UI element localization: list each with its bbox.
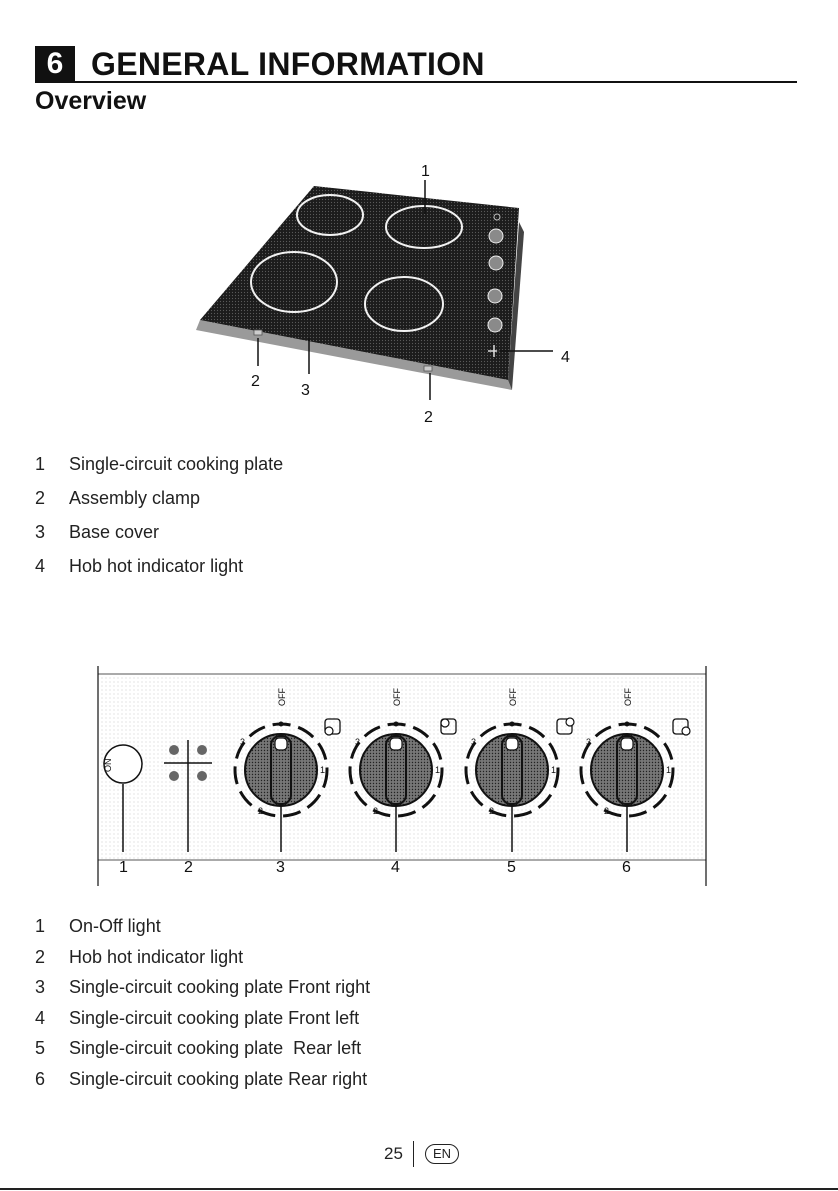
panel-callout-5: 5 [507, 859, 516, 876]
hob-diagram: 1 2 3 2 4 [196, 163, 570, 426]
hob-knob [487, 288, 503, 304]
header-rule [35, 81, 797, 83]
panel-callout-6: 6 [622, 859, 631, 876]
knob-front-right[interactable]: OFF 3 2 1 [233, 688, 341, 818]
zone-symbol-icon [440, 718, 457, 735]
svg-text:2: 2 [373, 806, 378, 816]
svg-text:2: 2 [489, 806, 494, 816]
svg-text:3: 3 [240, 737, 245, 747]
page-number: 25 [384, 1144, 403, 1163]
section-title: GENERAL INFORMATION [91, 46, 485, 82]
panel-callout-4: 4 [391, 859, 400, 876]
knob-rear-left[interactable]: OFF 3 2 1 [464, 688, 575, 818]
hob-callout-2-right: 2 [424, 409, 433, 426]
hob-knob [488, 255, 504, 271]
hob-front-edge [196, 320, 512, 390]
knob-front-left[interactable]: OFF 3 2 1 [348, 688, 457, 818]
svg-text:OFF: OFF [508, 688, 518, 706]
bottom-rule [0, 1188, 838, 1190]
svg-text:3: 3 [586, 737, 591, 747]
svg-text:3: 3 [355, 737, 360, 747]
hob-knob [488, 228, 504, 244]
svg-text:OFF: OFF [392, 688, 402, 706]
hob-knob [487, 317, 503, 333]
svg-text:1: 1 [551, 765, 556, 775]
panel-callout-1: 1 [119, 859, 128, 876]
svg-text:1: 1 [435, 765, 440, 775]
zone-symbol-icon [556, 718, 573, 735]
hob-callout-1: 1 [421, 163, 430, 180]
page-footer: 25 EN [0, 1140, 838, 1170]
svg-text:2: 2 [604, 806, 609, 816]
footer-divider [413, 1141, 414, 1167]
hob-knobs [487, 228, 504, 333]
cooking-zone-rear-right [385, 205, 463, 249]
hot-indicator-symbol [164, 740, 212, 786]
cooking-zone-rear-left [296, 194, 364, 236]
control-panel-diagram: ON OFF 3 2 1 OFF 3 2 1 OFF 3 2 1 [97, 666, 707, 886]
knob-rear-right[interactable]: OFF 3 2 1 [579, 688, 691, 818]
hob-callout-3: 3 [301, 382, 310, 399]
svg-text:OFF: OFF [623, 688, 633, 706]
hob-callout-4: 4 [561, 349, 570, 366]
hob-right-edge [508, 222, 524, 390]
assembly-clamp-left [253, 329, 263, 336]
svg-text:2: 2 [258, 806, 263, 816]
svg-text:1: 1 [666, 765, 671, 775]
cooking-zone-front-left [250, 251, 338, 313]
on-label: ON [103, 759, 113, 773]
panel-callout-3: 3 [276, 859, 285, 876]
page-subtitle: Overview [35, 87, 147, 115]
cooking-zone-front-right [364, 276, 444, 332]
section-number: 6 [35, 46, 75, 82]
section-header: 6 GENERAL INFORMATION [35, 46, 797, 83]
assembly-clamp-right [423, 365, 433, 372]
svg-text:3: 3 [471, 737, 476, 747]
panel-callout-2: 2 [184, 859, 193, 876]
hob-small-light [493, 213, 501, 221]
language-badge: EN [425, 1144, 459, 1164]
hob-callout-2-left: 2 [251, 373, 260, 390]
hob-glass-top [200, 186, 519, 380]
svg-text:1: 1 [320, 765, 325, 775]
zone-symbol-icon [324, 718, 341, 735]
zone-symbol-icon [672, 718, 689, 735]
on-off-light [103, 744, 143, 784]
svg-text:OFF: OFF [277, 688, 287, 706]
